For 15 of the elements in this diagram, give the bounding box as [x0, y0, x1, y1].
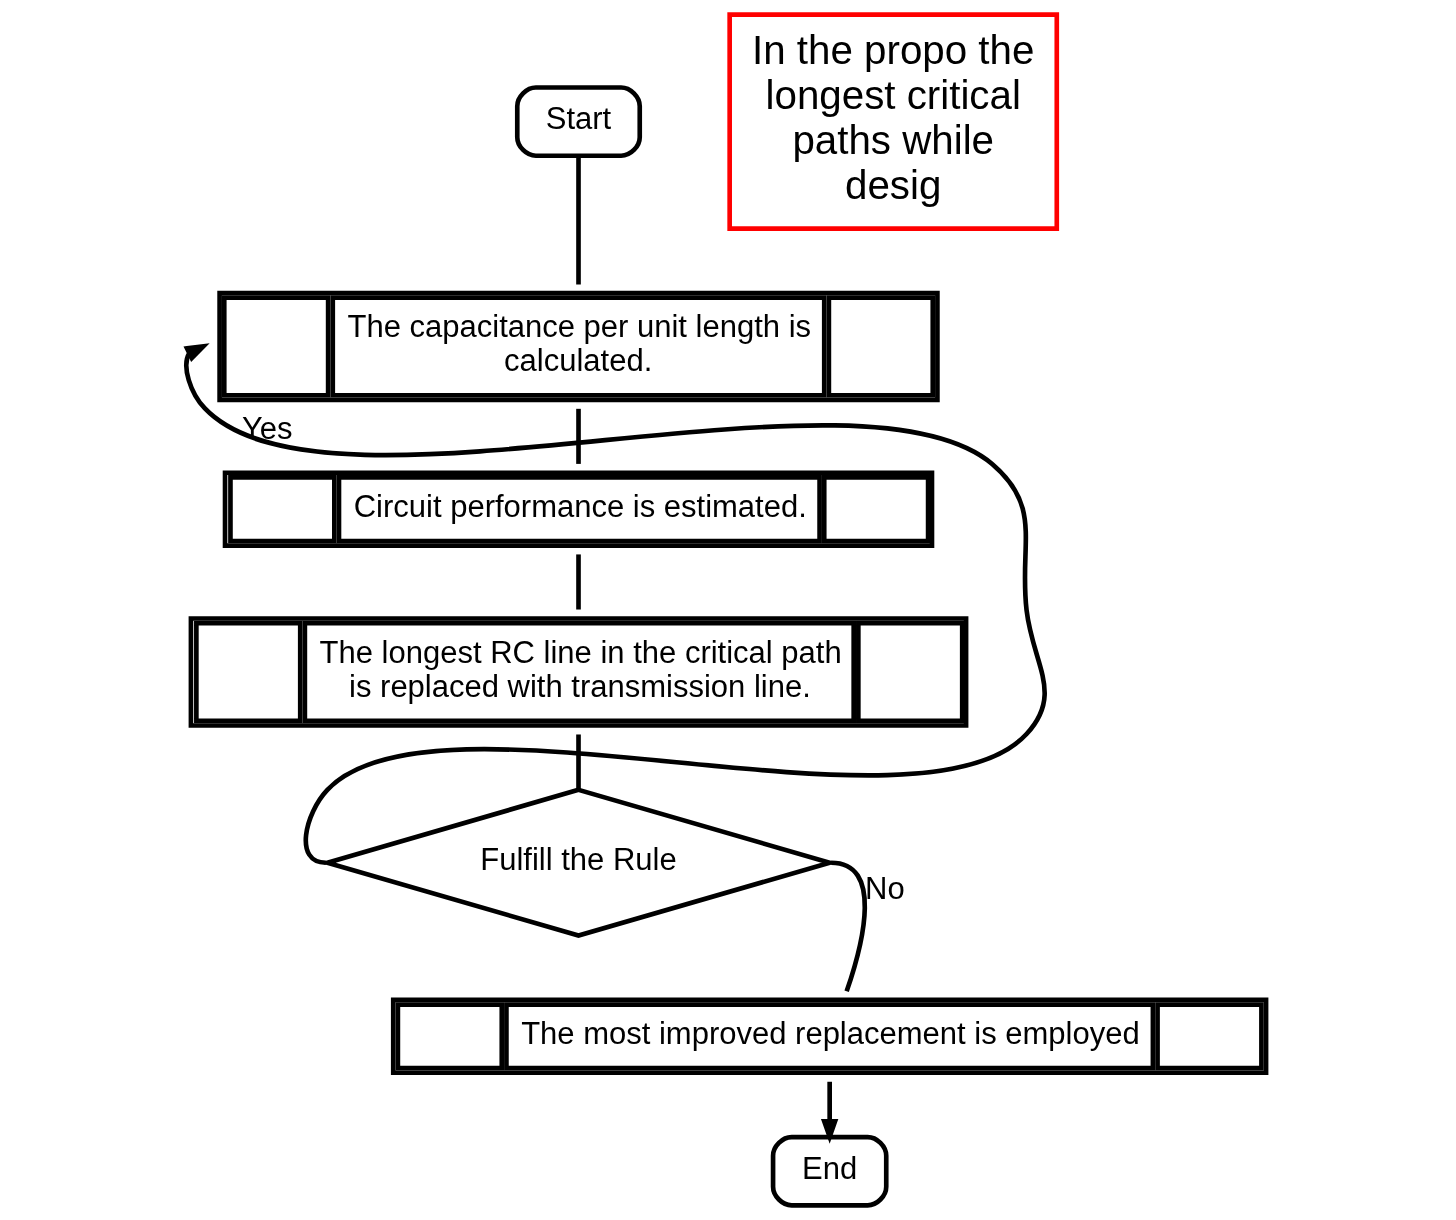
connector — [575, 408, 581, 464]
connector — [575, 554, 581, 610]
node-box: End — [770, 1134, 889, 1208]
node-box: Start — [514, 85, 642, 159]
connector — [575, 155, 581, 285]
node-box: In the propo the longest critical paths while desig — [726, 12, 1059, 231]
arrow — [183, 343, 1046, 865]
connector — [830, 860, 867, 993]
arrow — [820, 1081, 838, 1144]
node-box: The most improved replacement is employed — [390, 997, 1268, 1076]
edge-label: No — [864, 870, 905, 906]
node-box: The capacitance per unit length is calculated. — [216, 290, 940, 403]
connector — [575, 734, 581, 790]
node-box: Circuit performance is estimated. — [222, 470, 934, 548]
edge-label: Yes — [241, 410, 293, 446]
